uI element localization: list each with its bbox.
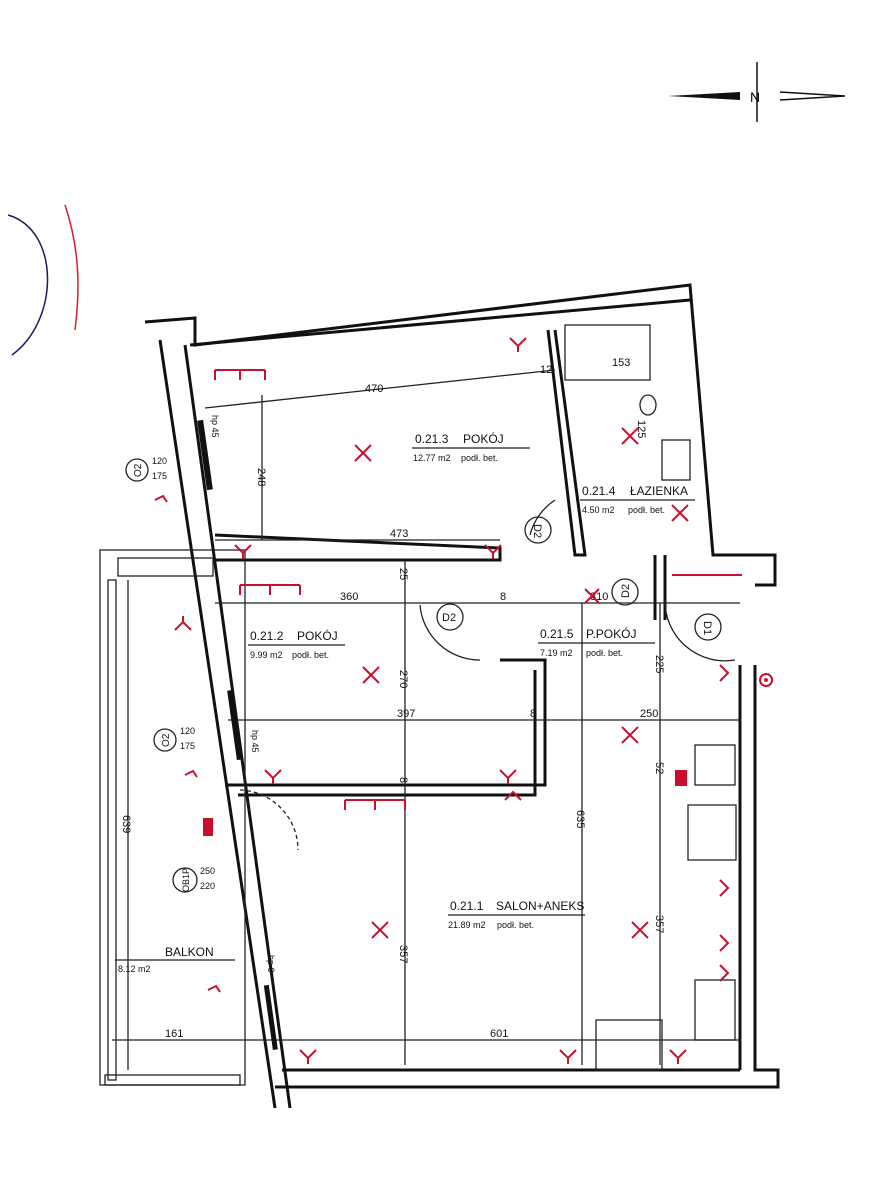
dim-52: 52 <box>653 762 665 774</box>
dim-473: 473 <box>390 528 408 540</box>
svg-text:7.19 m2: 7.19 m2 <box>540 648 573 658</box>
svg-text:OB1P: OB1P <box>181 868 191 892</box>
dim-12: 12 <box>540 364 552 376</box>
svg-text:D1: D1 <box>701 621 713 635</box>
dim-8c: 8 <box>397 777 409 783</box>
svg-text:8.12 m2: 8.12 m2 <box>118 964 151 974</box>
pen-scribble-red <box>64 204 79 331</box>
dim-270: 270 <box>397 670 409 688</box>
svg-text:podł. bet.: podł. bet. <box>497 920 534 930</box>
svg-text:9.99 m2: 9.99 m2 <box>250 650 283 660</box>
toilet <box>639 394 657 416</box>
dim-357a: 357 <box>397 945 409 963</box>
dim-357b: 357 <box>653 915 665 933</box>
room-label-0215: 0.21.5 P.POKÓJ 7.19 m2 podł. bet. <box>538 626 655 658</box>
svg-text:175: 175 <box>180 741 195 751</box>
pen-scribble <box>7 214 49 356</box>
dim-360: 360 <box>340 591 358 603</box>
fridge <box>694 744 736 786</box>
svg-text:0.21.1: 0.21.1 <box>450 899 484 913</box>
svg-text:175: 175 <box>152 471 167 481</box>
svg-text:12.77 m2: 12.77 m2 <box>413 453 451 463</box>
svg-text:hp 0: hp 0 <box>266 955 276 973</box>
dimension-lines <box>112 369 740 1070</box>
svg-text:0.21.4: 0.21.4 <box>582 484 616 498</box>
north-arrow: N <box>668 62 846 122</box>
dim-397: 397 <box>397 708 415 720</box>
electric-panel-icon <box>203 818 213 836</box>
cooktop <box>687 804 737 861</box>
svg-text:POKÓJ: POKÓJ <box>297 628 338 643</box>
balcony-label: BALKON 8.12 m2 <box>115 945 235 974</box>
dim-161: 161 <box>165 1028 183 1040</box>
dim-248: 248 <box>255 468 267 486</box>
dim-8a: 8 <box>500 591 506 603</box>
svg-text:P.POKÓJ: P.POKÓJ <box>586 626 636 641</box>
svg-text:POKÓJ: POKÓJ <box>463 431 504 446</box>
dim-639: 639 <box>120 815 132 833</box>
room-label-0213: 0.21.3 POKÓJ 12.77 m2 podł. bet. <box>412 431 530 463</box>
svg-text:0.21.3: 0.21.3 <box>415 432 449 446</box>
svg-text:O2: O2 <box>161 733 172 747</box>
dim-125: 125 <box>635 420 647 438</box>
svg-text:0.21.2: 0.21.2 <box>250 629 284 643</box>
svg-text:podł. bet.: podł. bet. <box>628 505 665 515</box>
svg-text:D2: D2 <box>620 584 632 598</box>
svg-text:podł. bet.: podł. bet. <box>586 648 623 658</box>
dim-601: 601 <box>490 1028 508 1040</box>
svg-text:O2: O2 <box>133 463 144 477</box>
svg-text:250: 250 <box>200 866 215 876</box>
svg-text:BALKON: BALKON <box>165 945 214 959</box>
room-label-0212: 0.21.2 POKÓJ 9.99 m2 podł. bet. <box>248 628 345 660</box>
svg-text:hp 45: hp 45 <box>250 730 260 753</box>
svg-text:120: 120 <box>152 456 167 466</box>
svg-text:D2: D2 <box>531 524 543 538</box>
socket-icons <box>154 337 730 1064</box>
bathtub <box>564 324 651 381</box>
svg-text:D2: D2 <box>442 612 456 624</box>
svg-text:0.21.5: 0.21.5 <box>540 627 574 641</box>
dim-635: 635 <box>574 810 586 828</box>
dim-25: 25 <box>397 568 409 580</box>
room-label-0211: 0.21.1 SALON+ANEKS 21.89 m2 podł. bet. <box>448 899 585 930</box>
window-tag-2: O2 120 175 hp 45 <box>153 689 260 761</box>
ceiling-light-icons <box>354 427 689 939</box>
svg-text:4.50 m2: 4.50 m2 <box>582 505 615 515</box>
dim-153: 153 <box>612 357 630 369</box>
dim-8b: 8 <box>530 708 536 720</box>
svg-text:podł. bet.: podł. bet. <box>461 453 498 463</box>
compass-label: N <box>750 89 760 105</box>
room-label-0214: 0.21.4 ŁAZIENKA 4.50 m2 podł. bet. <box>580 484 695 515</box>
svg-text:podł. bet.: podł. bet. <box>292 650 329 660</box>
walls <box>99 283 780 1109</box>
svg-text:21.89 m2: 21.89 m2 <box>448 920 486 930</box>
svg-text:ŁAZIENKA: ŁAZIENKA <box>630 484 688 498</box>
doorbell-icon <box>759 673 773 687</box>
window-tag-3: OB1P 250 220 hp 0 <box>172 866 278 1050</box>
dim-225: 225 <box>653 655 665 673</box>
appliance-socket-icon <box>675 770 687 786</box>
svg-text:120: 120 <box>180 726 195 736</box>
kitchen-cabinet <box>595 1019 663 1071</box>
washbasin <box>661 439 691 481</box>
dim-250: 250 <box>640 708 658 720</box>
dim-470: 470 <box>365 383 383 395</box>
sink <box>694 979 736 1041</box>
window-tag-1: O2 120 175 hp 45 <box>125 415 220 491</box>
svg-text:SALON+ANEKS: SALON+ANEKS <box>496 899 584 913</box>
svg-text:hp 45: hp 45 <box>210 415 220 438</box>
door-tags: D2 D2 D2 D1 <box>436 516 722 641</box>
svg-text:220: 220 <box>200 881 215 891</box>
